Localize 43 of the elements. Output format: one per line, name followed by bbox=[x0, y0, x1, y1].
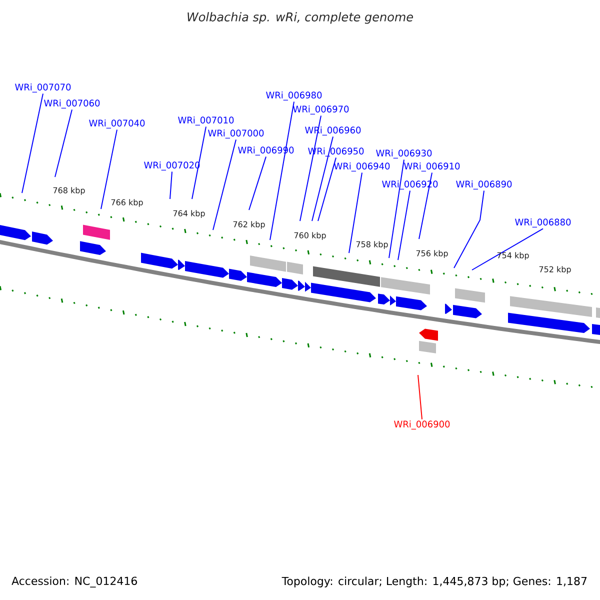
scale-label: 760 kbp bbox=[294, 232, 326, 240]
leader-line bbox=[248, 156, 266, 210]
leader-line bbox=[170, 171, 172, 200]
gene-label: WRi_006930 bbox=[376, 150, 432, 158]
leader-line bbox=[398, 190, 410, 260]
gene-label: WRi_007070 bbox=[15, 84, 71, 92]
gene-label: WRi_006890 bbox=[456, 180, 512, 190]
leader-line bbox=[312, 136, 334, 222]
scale-label: 768 kbp bbox=[53, 187, 85, 195]
gene-label: WRi_006880 bbox=[515, 218, 571, 228]
leader-line bbox=[418, 374, 422, 420]
gene-label: WRi_007040 bbox=[89, 120, 145, 128]
title: Wolbachia sp. wRi, complete genome bbox=[188, 12, 413, 24]
leader-line bbox=[472, 228, 544, 270]
leader-line bbox=[192, 126, 206, 200]
leader-line bbox=[300, 115, 322, 222]
gene-label: WRi_006940 bbox=[334, 162, 390, 172]
gene-label: WRi_006980 bbox=[266, 92, 322, 100]
leader-line bbox=[388, 159, 404, 258]
gene-label: WRi_006910 bbox=[404, 162, 460, 172]
leader-line bbox=[348, 172, 362, 254]
scale-label: 762 kbp bbox=[233, 221, 265, 229]
genome-info-text: Topology: circular; Length: 1,445,873 bp; Genes: 1,187 bbox=[282, 576, 587, 588]
gene-label: WRi_006900 bbox=[394, 420, 450, 430]
scale-label: 752 kbp bbox=[539, 266, 571, 274]
accession-text: Accession: NC_012416 bbox=[12, 576, 137, 588]
scale-label: 758 kbp bbox=[356, 241, 388, 249]
leader-line bbox=[54, 109, 72, 178]
gene-label: WRi_006970 bbox=[293, 106, 349, 114]
leader-line bbox=[100, 129, 118, 210]
gene-label: WRi_007000 bbox=[208, 130, 264, 138]
scale-label: 756 kbp bbox=[416, 250, 448, 258]
leader-line bbox=[454, 190, 484, 268]
leader-line bbox=[270, 101, 294, 240]
leader-line bbox=[418, 172, 432, 240]
leader-line bbox=[22, 93, 44, 194]
gene-label: WRi_007010 bbox=[178, 116, 234, 126]
leader-line bbox=[318, 157, 336, 222]
leader-line bbox=[212, 139, 236, 230]
scale-label: 754 kbp bbox=[497, 252, 529, 260]
scale-label: 764 kbp bbox=[173, 210, 205, 218]
scale-label: 766 kbp bbox=[111, 199, 143, 207]
gene-label: WRi_007060 bbox=[44, 100, 100, 108]
